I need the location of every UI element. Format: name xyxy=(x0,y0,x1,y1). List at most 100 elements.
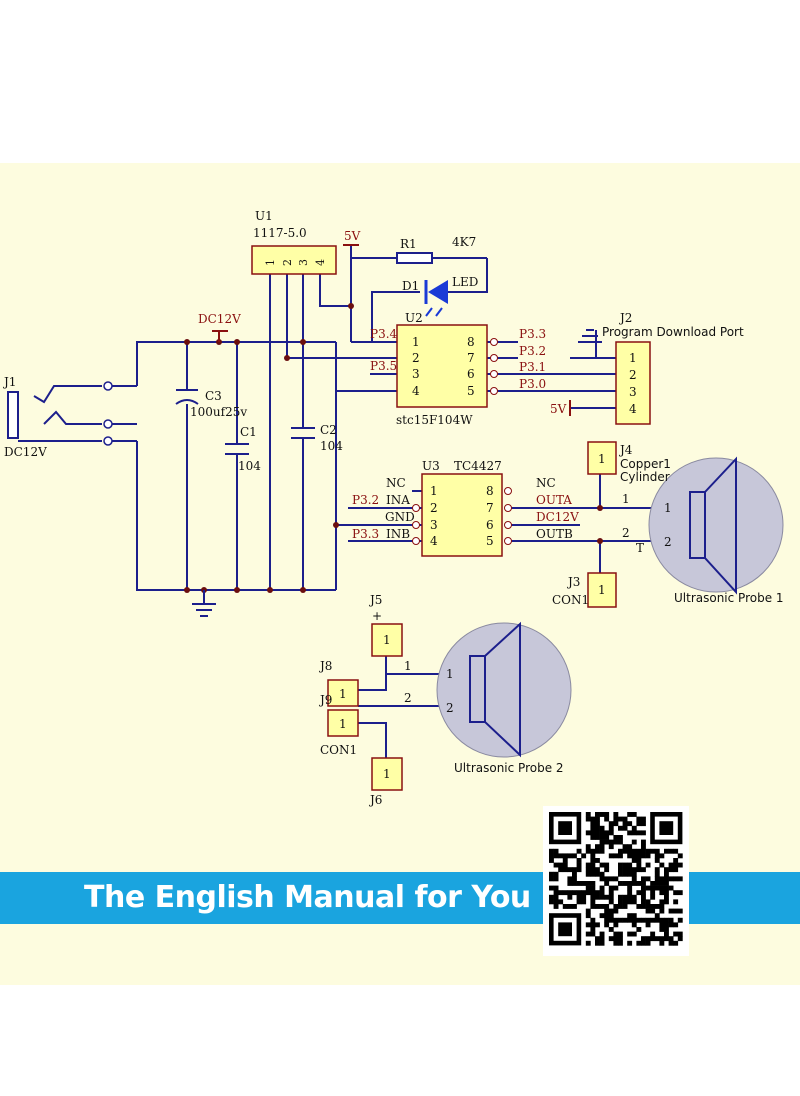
u2-pin-5: 5 xyxy=(467,384,475,398)
con1-bottom: CON1 xyxy=(320,743,357,757)
u3-name-gnd: GND xyxy=(385,510,415,524)
d1-ref: D1 xyxy=(402,279,419,293)
u3-name-dc12v: DC12V xyxy=(536,510,579,524)
connector-j3 xyxy=(587,572,617,608)
u3-name-nc-right: NC xyxy=(536,476,556,490)
copper-cylinder-j4 xyxy=(587,441,617,475)
u2-pin-1: 1 xyxy=(412,335,420,349)
qr-code-graphic xyxy=(549,812,683,946)
j5-ref: J5 xyxy=(368,593,382,607)
j2-pin-2: 2 xyxy=(629,368,637,382)
u2-net-p34: P3.4 xyxy=(370,327,398,341)
u3-driver xyxy=(412,473,512,557)
u3-part: TC4427 xyxy=(454,459,502,473)
junctions xyxy=(184,303,603,593)
j2-label: Program Download Port xyxy=(602,325,744,339)
ultrasonic-probe-2-icon xyxy=(436,621,572,758)
c3-ref: C3 xyxy=(205,389,222,403)
u3-pin-6: 6 xyxy=(486,518,494,532)
u3-pin-3: 3 xyxy=(430,518,438,532)
j2-pin4-net: 5V xyxy=(550,402,567,416)
r1-ref: R1 xyxy=(400,237,417,251)
c1-ref: C1 xyxy=(240,425,257,439)
u2-net-p35: P3.5 xyxy=(370,359,397,373)
u2-mcu xyxy=(396,324,498,408)
u1-ref: U1 xyxy=(255,209,273,223)
u2-net-p32: P3.2 xyxy=(519,344,546,358)
j6-ref: J6 xyxy=(368,793,382,807)
probe2-label: Ultrasonic Probe 2 xyxy=(454,761,564,775)
j8-pin: 1 xyxy=(339,687,347,701)
net-2-probe2: 2 xyxy=(404,691,412,705)
dc12v-rail-label: DC12V xyxy=(198,312,241,326)
u2-net-p30: P3.0 xyxy=(519,377,546,391)
program-port-j2 xyxy=(615,341,651,425)
u3-pin-2: 2 xyxy=(430,501,438,515)
u3-pin-7: 7 xyxy=(486,501,494,515)
u3-name-outa: OUTA xyxy=(536,493,572,507)
u3-name-nc-left: NC xyxy=(386,476,406,490)
u2-pin-6: 6 xyxy=(467,367,475,381)
circuit-schematic: U1 1117-5.0 1 2 3 4 5V R1 4K7 D1 LED U2 … xyxy=(2,209,784,807)
power-5v-top: 5V xyxy=(344,229,361,243)
ultrasonic-probe-1-icon xyxy=(648,456,784,595)
net-1-probe2: 1 xyxy=(404,659,412,673)
probe1-pin-1: 1 xyxy=(664,501,672,515)
j2-pin-1: 1 xyxy=(629,351,637,365)
j4-label-1: Copper1 xyxy=(620,457,671,471)
capacitor-c2 xyxy=(291,427,315,439)
j3-ref: J3 xyxy=(566,575,580,589)
u2-part: stc15F104W xyxy=(396,413,473,427)
j5-sign: + xyxy=(372,609,382,623)
capacitor-c3 xyxy=(175,389,199,405)
probe1-pin-2: 2 xyxy=(664,535,672,549)
u3-pin-8: 8 xyxy=(486,484,494,498)
probe2-pin-2: 2 xyxy=(446,701,454,715)
j3-label: CON1 xyxy=(552,593,589,607)
j4-ref: J4 xyxy=(618,443,633,457)
u3-pin-5: 5 xyxy=(486,534,494,548)
probe1-label: Ultrasonic Probe 1 xyxy=(674,591,784,605)
j2-ref: J2 xyxy=(618,311,632,325)
u1-regulator-body xyxy=(251,245,337,275)
u1-pin-1: 1 xyxy=(264,259,277,266)
u3-net-p33: P3.3 xyxy=(352,527,379,541)
led-d1 xyxy=(424,280,448,317)
c1-value: 104 xyxy=(238,459,261,473)
u1-pin-3: 3 xyxy=(297,259,310,266)
u2-pin-4: 4 xyxy=(412,384,420,398)
u3-name-outb: OUTB xyxy=(536,527,573,541)
d1-value: LED xyxy=(452,275,478,289)
net-2-probe1: 2 xyxy=(622,526,630,540)
banner-text: The English Manual for You xyxy=(84,880,531,915)
qr-code-icon[interactable] xyxy=(543,806,689,956)
c2-ref: C2 xyxy=(320,423,337,437)
u3-net-p32: P3.2 xyxy=(352,493,379,507)
power-symbols xyxy=(212,244,571,416)
c3-value: 100uf25v xyxy=(190,405,247,419)
r1-value: 4K7 xyxy=(452,235,476,249)
u3-ref: U3 xyxy=(422,459,440,473)
u2-net-p33: P3.3 xyxy=(519,327,546,341)
j5-pin: 1 xyxy=(383,633,391,647)
j3-pin: 1 xyxy=(598,583,606,597)
u2-pin-2: 2 xyxy=(412,351,420,365)
u2-pin-3: 3 xyxy=(412,367,420,381)
j9-pin: 1 xyxy=(339,717,347,731)
ground-symbol xyxy=(192,590,216,617)
u2-pin-7: 7 xyxy=(467,351,475,365)
u2-net-p31: P3.1 xyxy=(519,360,546,374)
connector-j5 xyxy=(371,623,403,657)
connector-j8 xyxy=(327,679,359,707)
u3-name-inb: INB xyxy=(386,527,410,541)
u1-part: 1117-5.0 xyxy=(253,226,307,240)
u1-pin-4: 4 xyxy=(314,259,327,266)
ground-symbol-j2 xyxy=(578,329,602,343)
net-1-probe1: 1 xyxy=(622,492,630,506)
j8-ref: J8 xyxy=(318,659,332,673)
j1-ref: J1 xyxy=(2,375,16,389)
j2-pin-3: 3 xyxy=(629,385,637,399)
u3-pin-1: 1 xyxy=(430,484,438,498)
j4-label-2: Cylinder xyxy=(620,470,670,484)
dc-jack-j1 xyxy=(7,381,113,446)
